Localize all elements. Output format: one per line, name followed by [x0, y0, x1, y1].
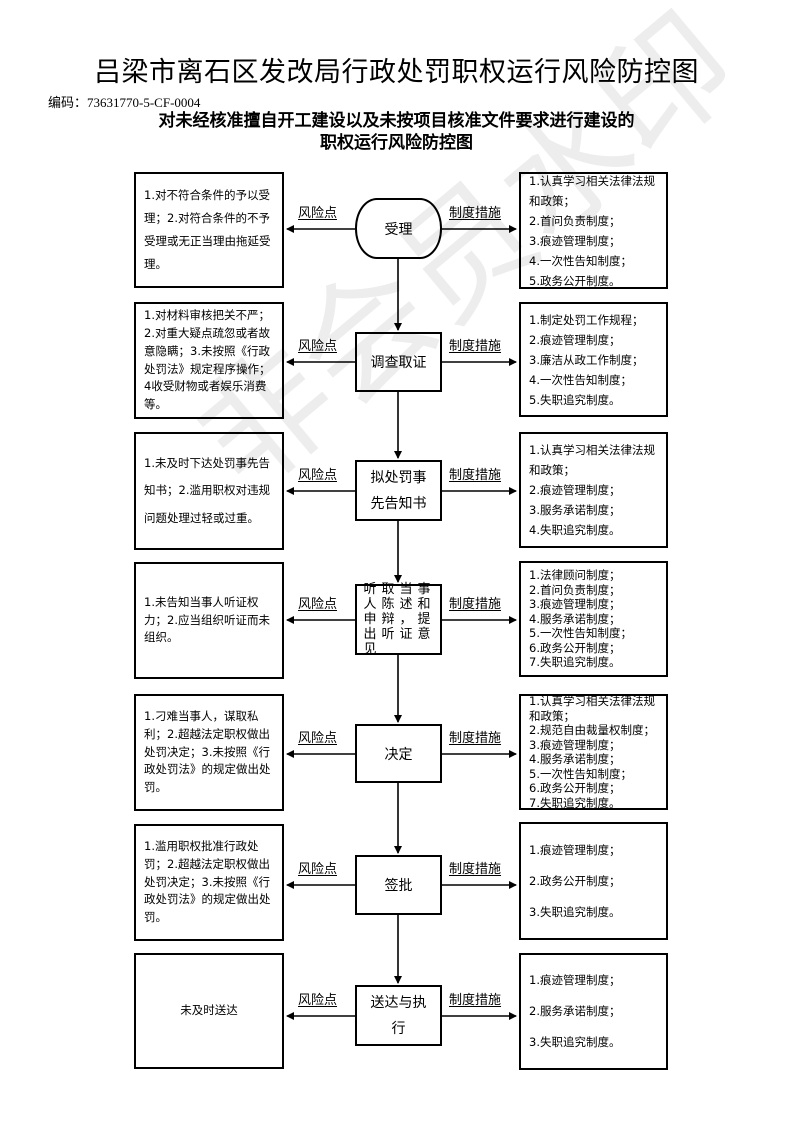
measures-box: 1.认真学习相关法律法规和政策； 2.首问负责制度； 3.痕迹管理制度； 4.一次性告…	[519, 172, 668, 289]
risk-point-label: 风险点	[298, 339, 338, 354]
measures-label: 制度措施	[449, 862, 502, 877]
measure-item: 3.痕迹管理制度；	[529, 737, 621, 752]
measure-item: 3.痕迹管理制度；	[529, 233, 621, 248]
risk-text: 1.对材料审核把关不严；2.对重大疑点疏忽或者故意隐瞒；3.未按照《行政处罚法》…	[144, 308, 271, 412]
risk-point-label: 风险点	[298, 731, 338, 746]
risk-box: 1.刁难当事人，谋取私利；2.超越法定职权做出处罚决定；3.未按照《行政处罚法》…	[134, 694, 284, 811]
code-value: 73631770-5-CF-0004	[87, 95, 201, 110]
measure-item: 7.失职追究制度。	[529, 795, 621, 810]
risk-box: 1.对材料审核把关不严；2.对重大疑点疏忽或者故意隐瞒；3.未按照《行政处罚法》…	[134, 302, 284, 419]
measures-box: 1.法律顾问制度；2.首问负责制度；3.痕迹管理制度；4.服务承诺制度；5.一次…	[519, 561, 668, 677]
measure-item: 3.失职追究制度。	[529, 1035, 621, 1049]
measures-box: 1.认真学习相关法律法规和政策；2.规范自由裁量权制度；3.痕迹管理制度；4.服…	[519, 694, 668, 810]
risk-text: 1.未及时下达处罚事先告知书；2.滥用职权对违规问题处理过轻或过重。	[144, 456, 270, 525]
measure-item: 2.痕迹管理制度；	[529, 332, 621, 347]
risk-text: 1.刁难当事人，谋取私利；2.超越法定职权做出处罚决定；3.未按照《行政处罚法》…	[144, 708, 271, 795]
risk-point-label: 风险点	[298, 597, 338, 612]
measure-item: 4.服务承诺制度；	[529, 752, 621, 766]
process-step-label: 决定	[384, 746, 413, 763]
measure-item: 2.规范自由裁量权制度；	[529, 723, 655, 737]
measures-box: 1.痕迹管理制度； 2.政务公开制度； 3.失职追究制度。	[519, 822, 668, 940]
measure-item: 6.政务公开制度；	[529, 781, 621, 795]
measure-item: 3.廉洁从政工作制度；	[529, 352, 644, 367]
measure-item: 1.制定处罚工作规程；	[529, 312, 644, 327]
measure-item: 2.首问负责制度；	[529, 213, 621, 228]
page-title: 吕梁市离石区发改局行政处罚职权运行风险防控图	[94, 57, 699, 88]
risk-box: 1.滥用职权批准行政处罚；2.超越法定职权做出处罚决定；3.未按照《行政处罚法》…	[134, 824, 284, 941]
measures-box: 1.认真学习相关法律法规和政策； 2.痕迹管理制度； 3.服务承诺制度； 4.失职追究…	[519, 432, 668, 548]
measure-item: 6.政务公开制度；	[529, 640, 621, 655]
measure-item: 1.认真学习相关法律法规和政策；	[529, 173, 655, 208]
measures-label: 制度措施	[449, 731, 502, 746]
code-label: 编码：	[48, 95, 88, 110]
measures-box: 1.制定处罚工作规程； 2.痕迹管理制度； 3.廉洁从政工作制度； 4.一次性告知制度…	[519, 302, 668, 417]
measure-item: 3.服务承诺制度；	[529, 503, 621, 517]
process-step: 送达与执行	[355, 985, 442, 1046]
measure-item: 1.痕迹管理制度；	[529, 973, 621, 987]
process-step-label: 受理	[384, 221, 413, 238]
measure-item: 4.失职追究制度。	[529, 523, 621, 537]
measure-item: 1.法律顾问制度；	[529, 568, 621, 583]
process-step-label: 签批	[384, 878, 413, 894]
measure-item: 2.痕迹管理制度；	[529, 483, 621, 497]
measure-item: 1.认真学习相关法律法规和政策；	[529, 443, 655, 477]
risk-box: 1.未及时下达处罚事先告知书；2.滥用职权对违规问题处理过轻或过重。	[134, 432, 284, 550]
process-step: 决定	[355, 724, 442, 783]
process-step-label: 拟处罚事先告知书	[370, 469, 427, 512]
risk-box: 1.未告知当事人听证权力；2.应当组织听证而未组织。	[134, 562, 284, 679]
measure-item: 2.首问负责制度；	[529, 582, 621, 597]
measures-label: 制度措施	[449, 468, 502, 483]
measure-item: 4.服务承诺制度；	[529, 611, 621, 626]
measures-label: 制度措施	[449, 993, 502, 1008]
process-step: 拟处罚事先告知书	[355, 460, 442, 521]
diagram-subtitle: 对未经核准擅自开工建设以及未按项目核准文件要求进行建设的 职权运行风险防控图	[0, 110, 793, 154]
process-step: 签批	[355, 855, 442, 915]
measures-label: 制度措施	[449, 206, 502, 221]
document-code: 编码：73631770-5-CF-0004	[48, 92, 200, 111]
risk-point-label: 风险点	[298, 206, 338, 221]
subtitle-line-2: 职权运行风险防控图	[320, 133, 473, 153]
measure-item: 7.失职追究制度。	[529, 655, 621, 670]
risk-point-label: 风险点	[298, 862, 338, 877]
measure-item: 3.失职追究制度。	[529, 904, 621, 919]
measure-item: 5.政务公开制度。	[529, 273, 621, 288]
subtitle-line-1: 对未经核准擅自开工建设以及未按项目核准文件要求进行建设的	[158, 111, 635, 131]
risk-box: 1.对不符合条件的予以受理；2.对符合条件的不予受理或无正当理由拖延受理。	[134, 172, 284, 288]
measure-item: 3.痕迹管理制度；	[529, 597, 621, 612]
risk-text: 未及时送达	[180, 1003, 238, 1018]
measure-item: 5.一次性告知制度；	[529, 626, 632, 641]
measures-label: 制度措施	[449, 597, 502, 612]
measure-item: 4.一次性告知制度；	[529, 372, 632, 387]
measures-box: 1.痕迹管理制度； 2.服务承诺制度； 3.失职追究制度。	[519, 953, 668, 1070]
measures-label: 制度措施	[449, 339, 502, 354]
measure-item: 4.一次性告知制度；	[529, 253, 632, 268]
process-step-label: 送达与执行	[370, 994, 427, 1037]
process-step: 调查取证	[355, 332, 442, 392]
risk-point-label: 风险点	[298, 993, 338, 1008]
measure-item: 1.痕迹管理制度；	[529, 842, 621, 857]
risk-text: 1.未告知当事人听证权力；2.应当组织听证而未组织。	[144, 594, 270, 645]
measure-item: 2.服务承诺制度；	[529, 1004, 621, 1018]
measure-item: 1.认真学习相关法律法规和政策；	[529, 694, 655, 723]
measure-item: 5.一次性告知制度；	[529, 766, 632, 781]
risk-point-label: 风险点	[298, 468, 338, 483]
process-step-label: 调查取证	[370, 355, 427, 371]
risk-text: 1.对不符合条件的予以受理；2.对符合条件的不予受理或无正当理由拖延受理。	[144, 188, 271, 271]
measure-item: 2.政务公开制度；	[529, 873, 621, 888]
process-step: 受理	[355, 198, 442, 259]
process-step: 听取当事人陈述和申辩，提出听证意见	[355, 582, 442, 657]
measure-item: 5.失职追究制度。	[529, 392, 621, 407]
risk-box: 未及时送达	[134, 953, 284, 1069]
process-step-label: 听取当事人陈述和申辩，提出听证意见	[363, 582, 434, 657]
risk-text: 1.滥用职权批准行政处罚；2.超越法定职权做出处罚决定；3.未按照《行政处罚法》…	[144, 838, 271, 925]
